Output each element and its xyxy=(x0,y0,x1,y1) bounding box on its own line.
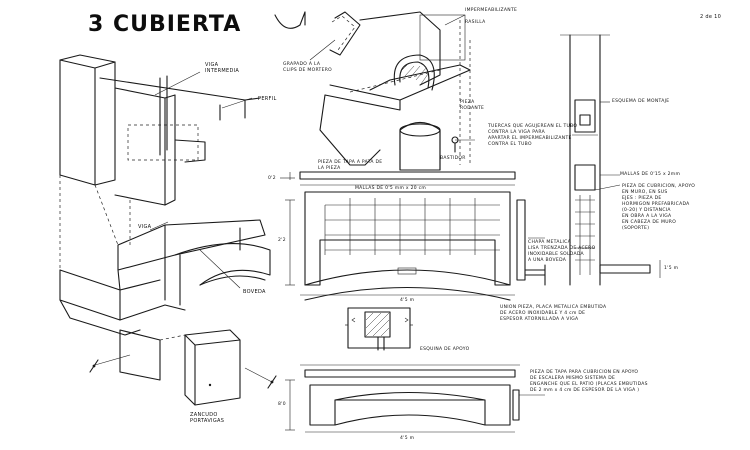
label-dim-left: 2'2 xyxy=(278,238,286,243)
label-impermeabilizante: IMPERMEABILIZANTE xyxy=(465,8,518,13)
label-chapa: CHAPA METALICA LISA TRENZADA DE ACERO IN… xyxy=(528,240,596,263)
joint-section xyxy=(345,307,415,351)
page-number: 2 de 10 xyxy=(700,14,722,20)
label-dim-left-bottom: 8'0 xyxy=(278,402,286,407)
label-dim-small: 0'2 xyxy=(268,176,276,181)
label-boveda: BOVEDA xyxy=(243,289,266,295)
label-malla: MALLAS DE 0'5 mm x 20 cm xyxy=(355,186,427,191)
label-tuercas: TUERCAS QUE AGUJEREAN EL TUBO CONTRA LA … xyxy=(488,124,578,147)
label-pieza-cubricion: PIEZA DE CUBRICION, APOYO EN MURO, EN SU… xyxy=(622,184,696,231)
label-zancudo: ZANCUDO PORTAVIGAS xyxy=(190,412,225,424)
label-bastidor: BASTIDOR xyxy=(440,156,466,161)
label-rasilla: RASILLA xyxy=(465,20,486,25)
label-pieza-tapa-top: PIEZA DE TAPA A PATA DE LA PIEZA xyxy=(318,160,383,171)
label-dim-bottom: 4'5 m xyxy=(400,436,415,441)
axonometric-roof-detail xyxy=(59,54,277,406)
label-dim-side: 1'5 m xyxy=(664,266,679,271)
label-pieza-rodante: PIEZA RODANTE xyxy=(460,100,485,111)
gutter-detail xyxy=(274,11,475,171)
elevation-with-mesh xyxy=(280,171,546,301)
label-union: UNION PIEZA, PLACA METALICA EMBUTIDA DE … xyxy=(500,305,607,322)
label-dim-mid: 4'5 m xyxy=(400,298,415,303)
label-viga: VIGA xyxy=(138,224,152,230)
bottom-elevation xyxy=(285,364,545,433)
label-pieza-tapa-bottom: PIEZA DE TAPA PARA CUBRICION EN APOYO DE… xyxy=(530,370,648,393)
sheet-title: 3 CUBIERTA xyxy=(88,12,242,37)
label-perfil: PERFIL xyxy=(258,96,277,102)
label-malla-right: MALLAS DE 0'15 x 2mm xyxy=(620,172,681,177)
label-viga-intermedia: VIGA INTERMEDIA xyxy=(205,62,240,74)
label-esquema: ESQUEMA DE MONTAJE xyxy=(612,99,670,104)
label-grapado: GRAPADO A LA CLIPS DE MORTERO xyxy=(283,62,332,73)
right-column-assembly xyxy=(560,34,661,286)
label-esquina: ESQUINA DE APOYO xyxy=(420,347,470,352)
